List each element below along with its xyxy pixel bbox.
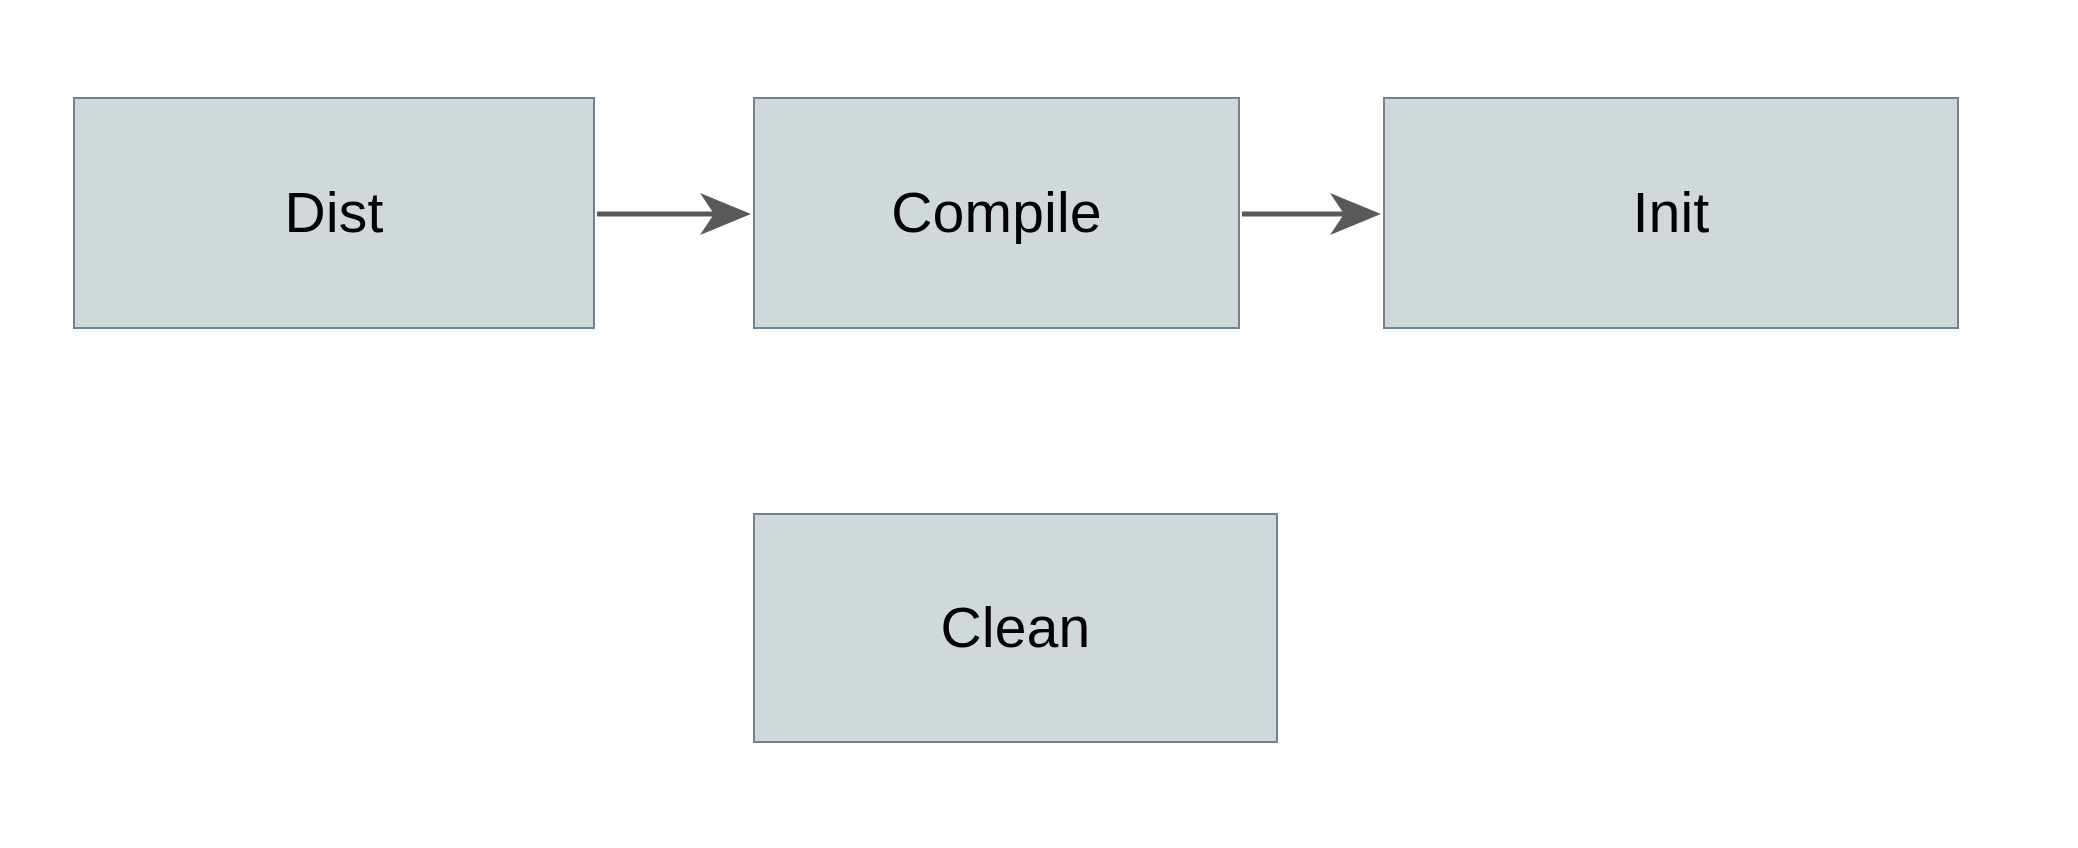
node-init[interactable]: Init <box>1383 97 1959 329</box>
edge-dist-to-compile-arrowhead <box>700 193 751 235</box>
edge-compile-to-init-arrowhead <box>1330 193 1381 235</box>
node-clean-label: Clean <box>940 595 1091 660</box>
node-dist[interactable]: Dist <box>73 97 595 329</box>
node-compile[interactable]: Compile <box>753 97 1240 329</box>
edge-dist-to-compile[interactable] <box>597 193 751 235</box>
node-compile-label: Compile <box>891 180 1102 245</box>
node-init-label: Init <box>1632 180 1710 245</box>
edge-compile-to-init[interactable] <box>1242 193 1381 235</box>
node-clean[interactable]: Clean <box>753 513 1278 743</box>
node-dist-label: Dist <box>284 180 384 245</box>
